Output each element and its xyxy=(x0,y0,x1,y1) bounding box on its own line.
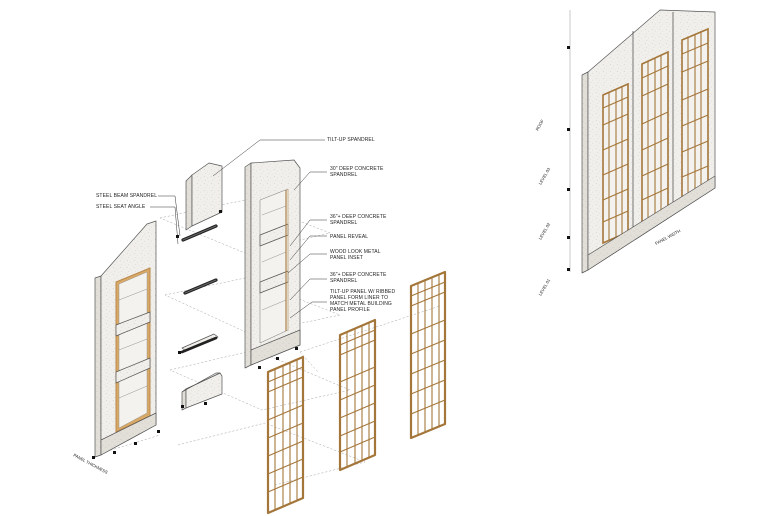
label-deep30-line1: 30" DEEP CONCRETE xyxy=(330,166,384,172)
label-roof: ROOF xyxy=(535,118,546,131)
concrete-spandrel-36 xyxy=(181,372,223,411)
label-deep36a-line1: 36"+ DEEP CONCRETE xyxy=(330,214,387,220)
steel-beam-spandrel-2 xyxy=(183,278,218,295)
section-marker-icon xyxy=(92,46,570,459)
concrete-spandrel-30 xyxy=(180,333,219,354)
wood-insert-2 xyxy=(338,318,377,472)
label-steel-beam-spandrel: STEEL BEAM SPANDREL xyxy=(96,193,157,199)
building-elevation-right xyxy=(569,9,716,274)
wood-insert-1 xyxy=(266,355,305,515)
label-deep30-line2: SPANDREL xyxy=(330,172,358,178)
label-panel-width: PANEL WIDTH xyxy=(654,228,681,246)
label-panel-thickness: PANEL THICKNESS xyxy=(73,452,109,475)
label-tilt-panel-line3: MATCH METAL BUILDING xyxy=(330,301,392,307)
label-tilt-panel-line1: TILT-UP PANEL W/ RIBBED xyxy=(330,289,395,295)
wood-insert-3 xyxy=(409,270,447,440)
tilt-up-panel-left xyxy=(94,220,157,458)
label-deep36b-line1: 36"+ DEEP CONCRETE xyxy=(330,272,387,278)
label-deep36b-line2: SPANDREL xyxy=(330,278,358,284)
label-level-02: LEVEL 02 xyxy=(538,221,552,240)
tilt-up-panel-center xyxy=(244,159,301,369)
label-level-01: LEVEL 01 xyxy=(538,277,552,296)
label-tilt-up-spandrel: TILT-UP SPANDREL xyxy=(327,137,375,143)
label-wood-look-line1: WOOD LOOK METAL xyxy=(330,249,381,255)
label-panel-reveal: PANEL REVEAL xyxy=(330,234,368,240)
label-tilt-panel-line4: PANEL PROFILE xyxy=(330,307,370,313)
label-tilt-panel-line2: PANEL FORM LINER TO xyxy=(330,295,388,301)
leader-lines xyxy=(150,139,327,319)
label-wood-look-line2: PANEL INSET xyxy=(330,255,363,261)
label-level-03: LEVEL 03 xyxy=(538,166,552,185)
steel-beam-spandrel xyxy=(181,224,218,242)
label-deep36a-line2: SPANDREL xyxy=(330,220,358,226)
tilt-up-spandrel-block xyxy=(185,162,223,231)
label-steel-seat-angle: STEEL SEAT ANGLE xyxy=(96,204,146,210)
